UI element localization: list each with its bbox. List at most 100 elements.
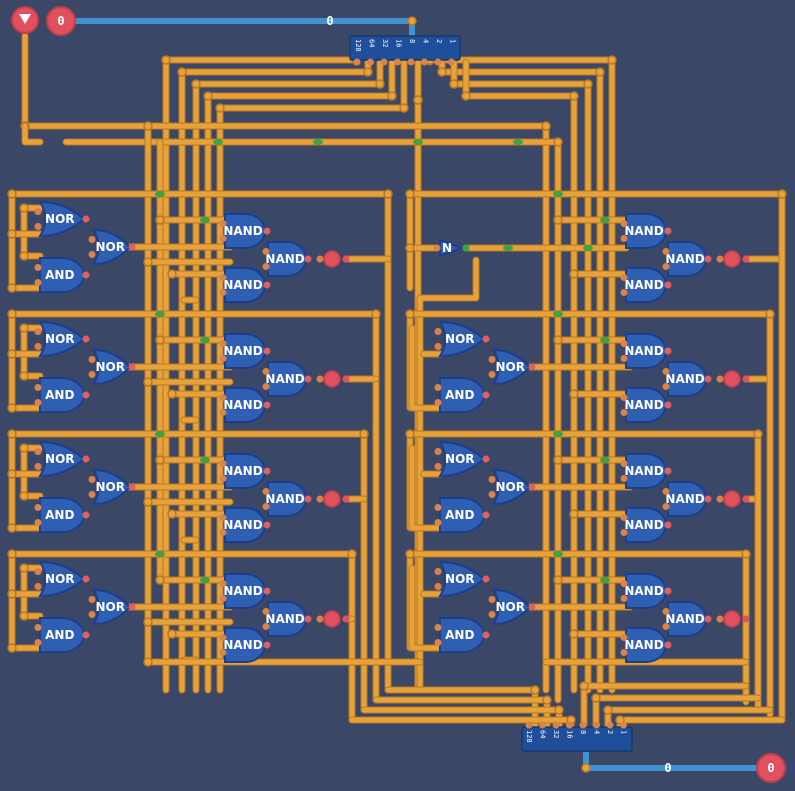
and-gate[interactable]: AND xyxy=(39,257,85,293)
nor-gate[interactable]: NOR xyxy=(438,440,486,478)
crossing-junction xyxy=(600,217,610,223)
and-gate[interactable]: AND xyxy=(439,617,485,653)
nand-gate[interactable]: NAND xyxy=(665,601,707,637)
nand-gate[interactable]: NAND xyxy=(624,573,667,609)
input-pin[interactable] xyxy=(11,6,39,34)
gate-pin xyxy=(262,502,270,510)
gate-pin xyxy=(539,721,546,729)
nand-gate[interactable]: NAND xyxy=(223,333,266,369)
gate-pin xyxy=(128,603,136,611)
gate-body xyxy=(38,440,86,478)
nor-gate[interactable]: NOR xyxy=(492,468,532,506)
gate-pin xyxy=(128,243,136,251)
bit-label: 16 xyxy=(566,730,574,738)
nand-gate[interactable]: NAND xyxy=(624,333,667,369)
gate-pin xyxy=(82,215,90,223)
gate-body xyxy=(92,348,132,386)
nor-gate[interactable]: NOR xyxy=(92,228,132,266)
nand-gate[interactable]: NAND xyxy=(265,601,307,637)
gate-pin xyxy=(742,375,750,383)
wire-junction xyxy=(143,121,153,131)
gate-pin xyxy=(664,281,672,289)
gate-label: NAND xyxy=(223,464,262,478)
nor-gate[interactable]: NOR xyxy=(38,320,86,358)
gate-pin xyxy=(704,495,712,503)
nor-gate[interactable]: NOR xyxy=(92,348,132,386)
and-gate[interactable]: AND xyxy=(439,497,485,533)
input-value-display[interactable]: 0 xyxy=(46,6,76,36)
nand-gate[interactable]: NAND xyxy=(223,573,266,609)
gate-pin xyxy=(380,58,388,66)
and-gate[interactable]: AND xyxy=(39,617,85,653)
wire[interactable] xyxy=(451,59,591,693)
nand-gate[interactable]: NAND xyxy=(265,481,307,517)
wire[interactable] xyxy=(417,257,479,693)
wire[interactable] xyxy=(193,59,383,693)
output-value-display[interactable]: 0 xyxy=(756,753,786,783)
gate-pin xyxy=(219,460,227,468)
wire[interactable] xyxy=(22,33,549,693)
nor-gate[interactable]: NOR xyxy=(438,320,486,358)
crossing-junction xyxy=(200,577,210,583)
nor-gate[interactable]: NOR xyxy=(92,588,132,626)
nor-gate[interactable]: NOR xyxy=(492,348,532,386)
gate-label: NOR xyxy=(95,360,124,374)
nand-gate[interactable]: NAND xyxy=(624,627,667,663)
nand-gate[interactable]: NAND xyxy=(624,387,667,423)
wire-junction xyxy=(753,429,763,439)
nand-gate[interactable]: NAND xyxy=(223,387,266,423)
wire[interactable] xyxy=(409,565,443,651)
nand-gate[interactable]: NAND xyxy=(223,213,266,249)
nor-gate[interactable]: NOR xyxy=(492,588,532,626)
gate-pin xyxy=(82,271,90,279)
nand-gate[interactable]: NAND xyxy=(265,361,307,397)
nand-gate[interactable]: NAND xyxy=(223,627,266,663)
not-gate[interactable]: N xyxy=(439,238,465,258)
gate-body xyxy=(92,468,132,506)
nand-gate[interactable]: NAND xyxy=(624,507,667,543)
gate-pin xyxy=(82,335,90,343)
wire[interactable] xyxy=(409,445,443,531)
gate-pin xyxy=(262,488,270,496)
and-gate[interactable]: AND xyxy=(39,377,85,413)
nand-gate[interactable]: NAND xyxy=(265,241,307,277)
nand-gate[interactable]: NAND xyxy=(665,361,707,397)
nand-gate[interactable]: NAND xyxy=(665,481,707,517)
gate-pin xyxy=(433,244,441,252)
gate-pin xyxy=(353,58,361,66)
gate-pin xyxy=(620,580,628,588)
gate-pin xyxy=(488,476,496,484)
nand-gate[interactable]: NAND xyxy=(624,267,667,303)
nand-gate[interactable]: NAND xyxy=(624,213,667,249)
wire[interactable] xyxy=(22,123,43,145)
gate-pin xyxy=(262,622,270,630)
nand-gate[interactable]: NAND xyxy=(223,507,266,543)
nor-gate[interactable]: NOR xyxy=(38,440,86,478)
wire[interactable] xyxy=(409,325,443,411)
nor-gate[interactable]: NOR xyxy=(38,200,86,238)
nor-gate[interactable]: NOR xyxy=(92,468,132,506)
gate-pin xyxy=(34,342,42,350)
nor-gate[interactable]: NOR xyxy=(38,560,86,598)
output-combiner-body xyxy=(521,726,633,752)
and-gate[interactable]: AND xyxy=(439,377,485,413)
nand-gate[interactable]: NAND xyxy=(665,241,707,277)
gate-pin xyxy=(664,401,672,409)
gate-pin xyxy=(434,328,442,336)
nand-gate[interactable]: NAND xyxy=(223,453,266,489)
nor-gate[interactable]: NOR xyxy=(438,560,486,598)
wire[interactable] xyxy=(439,59,603,693)
wire-junction xyxy=(167,269,177,279)
wire-junction xyxy=(7,403,17,413)
crossing-junction xyxy=(600,457,610,463)
nand-gate[interactable]: NAND xyxy=(624,453,667,489)
and-gate[interactable]: AND xyxy=(39,497,85,533)
nand-gate[interactable]: NAND xyxy=(223,267,266,303)
gate-label: NAND xyxy=(624,584,663,598)
gate-pin xyxy=(34,504,42,512)
wire-junction xyxy=(167,509,177,519)
wire-junction xyxy=(405,429,415,439)
